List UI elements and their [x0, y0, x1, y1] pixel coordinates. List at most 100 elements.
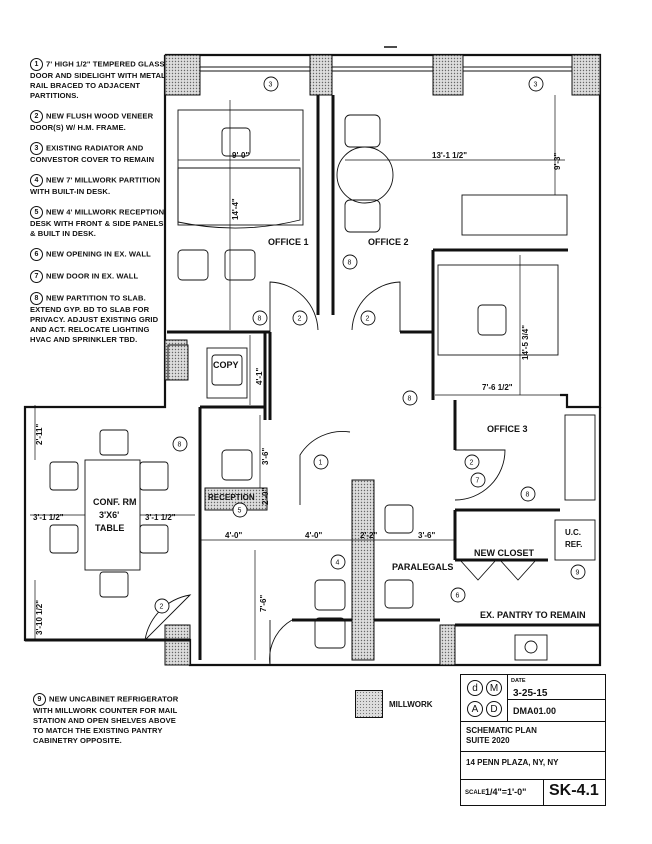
dim-reception-desk: 2'-0" [261, 488, 270, 505]
note-text: NEW 7' MILLWORK PARTITION WITH BUILT-IN … [30, 175, 161, 197]
scale-value: 1/4"=1'-0" [485, 787, 527, 797]
room-office-1: OFFICE 1 [268, 237, 309, 247]
tb-row-line [461, 721, 605, 722]
logo-d2-symbol: D [486, 701, 502, 717]
note-number: 9 [33, 693, 46, 706]
dim-office2-width: 13'-1 1/2" [432, 151, 467, 160]
dim-conf-right: 3'-1 1/2" [145, 513, 176, 522]
note-text: NEW 4' MILLWORK RECEPTION DESK WITH FRON… [30, 207, 165, 239]
dim-conf-bottom: 3'-10 1/2" [35, 600, 44, 635]
room-reception: RECEPTION [208, 493, 255, 502]
room-office-2: OFFICE 2 [368, 237, 409, 247]
dim-conf-top: 2'-11" [35, 424, 44, 445]
tb-row-line [461, 751, 605, 752]
room-conf-line1: CONF. RM [93, 497, 137, 507]
project-number: DMA01.00 [513, 706, 557, 716]
tag-9: 9 [576, 570, 580, 577]
note-text: 7' HIGH 1/2" TEMPERED GLASS DOOR AND SID… [30, 59, 166, 101]
tag-7: 7 [476, 478, 480, 485]
dim-conf-left: 3'-1 1/2" [33, 513, 64, 522]
note-number: 5 [30, 206, 43, 219]
room-office-3: OFFICE 3 [487, 424, 528, 434]
drawing-title: SCHEMATIC PLAN [466, 726, 537, 735]
tag-5: 5 [238, 508, 242, 515]
dim-paralegal-width: 3'-6" [418, 531, 435, 540]
door-swings [144, 281, 537, 666]
tag-2: 2 [160, 604, 164, 611]
room-pantry: EX. PANTRY TO REMAIN [480, 610, 586, 620]
dim-office3-width: 7'-6 1/2" [482, 383, 513, 392]
tag-8: 8 [258, 316, 262, 323]
note-number: 8 [30, 292, 43, 305]
tag-2: 2 [366, 316, 370, 323]
dim-entry-depth: 7'-6" [259, 595, 268, 612]
tag-numbers: 3 3 8 8 8 2 2 8 1 2 7 8 4 5 6 2 9 [160, 82, 580, 611]
dim-office2-depth: 9'-3" [553, 153, 562, 170]
dim-copy-depth: 4'-1" [255, 368, 264, 385]
note-text: NEW DOOR IN EX. WALL [46, 271, 139, 281]
logo-d-symbol: d [467, 680, 483, 696]
tag-8: 8 [408, 396, 412, 403]
title-block: d M A D DATE 3-25-15 DMA01.00 SCHEMATIC … [460, 674, 606, 806]
note-text: NEW UNCABINET REFRIGERATOR WITH MILLWORK… [33, 694, 179, 746]
tag-2: 2 [470, 460, 474, 467]
tb-row-line [507, 699, 605, 700]
date-value: 3-25-15 [513, 688, 548, 699]
sheet-number: SK-4.1 [549, 782, 599, 799]
tag-6: 6 [456, 593, 460, 600]
window-wall [200, 66, 572, 72]
dim-reception-depth: 3'-6" [261, 448, 270, 465]
dim-reception-width: 4'-0" [225, 531, 242, 540]
room-copy: COPY [213, 360, 239, 370]
note-number: 4 [30, 174, 43, 187]
note-text: EXISTING RADIATOR AND CONVESTOR COVER TO… [30, 143, 155, 165]
tag-3: 3 [534, 82, 538, 89]
millwork [167, 344, 375, 661]
dim-office1-width: 9'-0" [232, 151, 249, 160]
note-number: 3 [30, 142, 43, 155]
logo-m-symbol: M [486, 680, 502, 696]
dim-office1-depth: 14'-4" [231, 198, 240, 220]
note-number: 1 [30, 58, 43, 71]
tb-divider [543, 779, 544, 805]
millwork-legend: MILLWORK [355, 690, 433, 718]
room-new-closet: NEW CLOSET [474, 548, 535, 558]
note-number: 6 [30, 248, 43, 261]
dim-office3-depth: 14'-5 3/4" [521, 325, 530, 360]
dim-corridor-width: 4'-0" [305, 531, 322, 540]
logo-a-symbol: A [467, 701, 483, 717]
room-paralegals: PARALEGALS [392, 562, 453, 572]
scale-label: SCALE [465, 790, 486, 796]
note-number: 2 [30, 110, 43, 123]
tag-8: 8 [178, 442, 182, 449]
millwork-swatch [355, 690, 383, 718]
room-uc-line2: REF. [565, 540, 582, 549]
furniture [49, 109, 596, 661]
tag-2: 2 [298, 316, 302, 323]
project-address: 14 PENN PLAZA, NY, NY [466, 758, 559, 767]
room-conf-line3: TABLE [95, 523, 124, 533]
note-tags [154, 76, 586, 614]
room-conf-line2: 3'X6' [99, 510, 119, 520]
tb-divider [507, 675, 508, 721]
room-uc-line1: U.C. [565, 528, 581, 537]
dim-millwork-width: 2'-2" [360, 531, 377, 540]
note-text: NEW FLUSH WOOD VENEER DOOR(S) W/ H.M. FR… [30, 111, 154, 133]
tag-8: 8 [348, 260, 352, 267]
tag-3: 3 [269, 82, 273, 89]
legend-label: MILLWORK [389, 699, 433, 709]
tb-row-line [461, 779, 605, 780]
note-text: NEW PARTITION TO SLAB. EXTEND GYP. BD TO… [30, 293, 159, 345]
tag-1: 1 [319, 460, 323, 467]
dimension-lines [30, 95, 568, 660]
